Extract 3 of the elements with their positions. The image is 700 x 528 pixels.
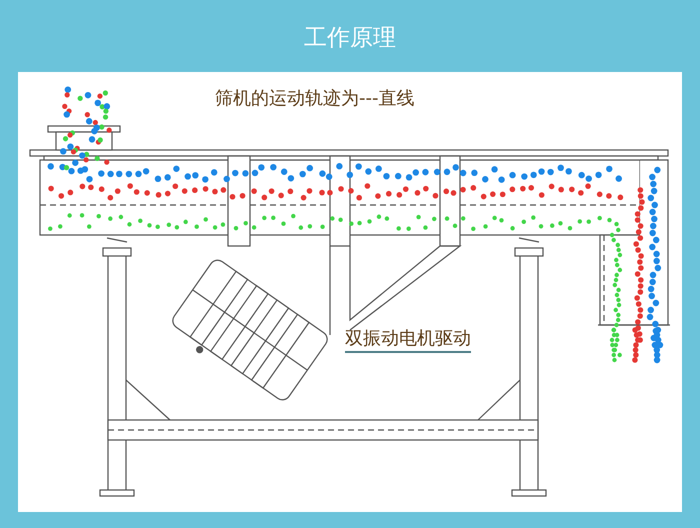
motor-label: 双振动电机驱动 bbox=[345, 326, 471, 353]
title: 工作原理 bbox=[303, 24, 397, 53]
motion-note: 筛机的运动轨迹为---直线 bbox=[215, 87, 414, 111]
